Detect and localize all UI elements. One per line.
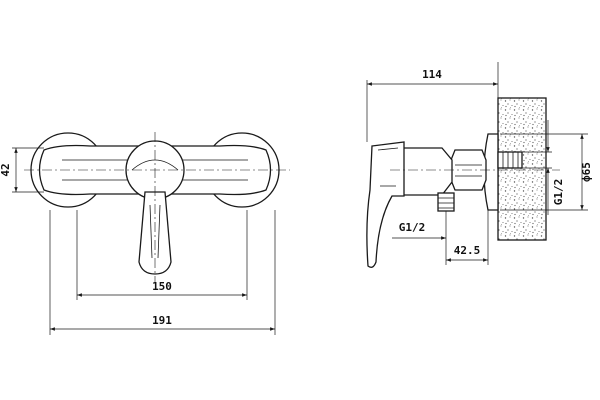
dim-wall-thread: G1/2 bbox=[552, 179, 565, 206]
lever-handle bbox=[138, 191, 172, 275]
wall-connector bbox=[497, 151, 523, 169]
side-lever-contour bbox=[377, 147, 399, 187]
hex-nut-flats bbox=[455, 164, 482, 177]
dim-front-inner-width: 150 bbox=[152, 280, 172, 293]
dim-side-depth: 114 bbox=[422, 68, 442, 81]
front-view: 42 150 191 bbox=[0, 132, 290, 335]
dim-flange-diameter: ф65 bbox=[580, 162, 593, 182]
side-lever bbox=[366, 141, 405, 268]
lever-contour bbox=[149, 204, 161, 259]
wall-section bbox=[497, 97, 547, 241]
side-mixer-body bbox=[399, 147, 453, 196]
wall-connector-thread bbox=[502, 152, 519, 168]
side-view: 114 G1/2 42.5 G1/2 ф65 bbox=[366, 62, 593, 268]
dim-flange-offset: 42.5 bbox=[454, 244, 481, 257]
body-contour bbox=[62, 159, 248, 181]
inlet-thread bbox=[438, 197, 454, 209]
dim-inlet-thread: G1/2 bbox=[399, 221, 426, 234]
dim-front-overall-width: 191 bbox=[152, 314, 172, 327]
dim-front-height: 42 bbox=[0, 163, 12, 176]
